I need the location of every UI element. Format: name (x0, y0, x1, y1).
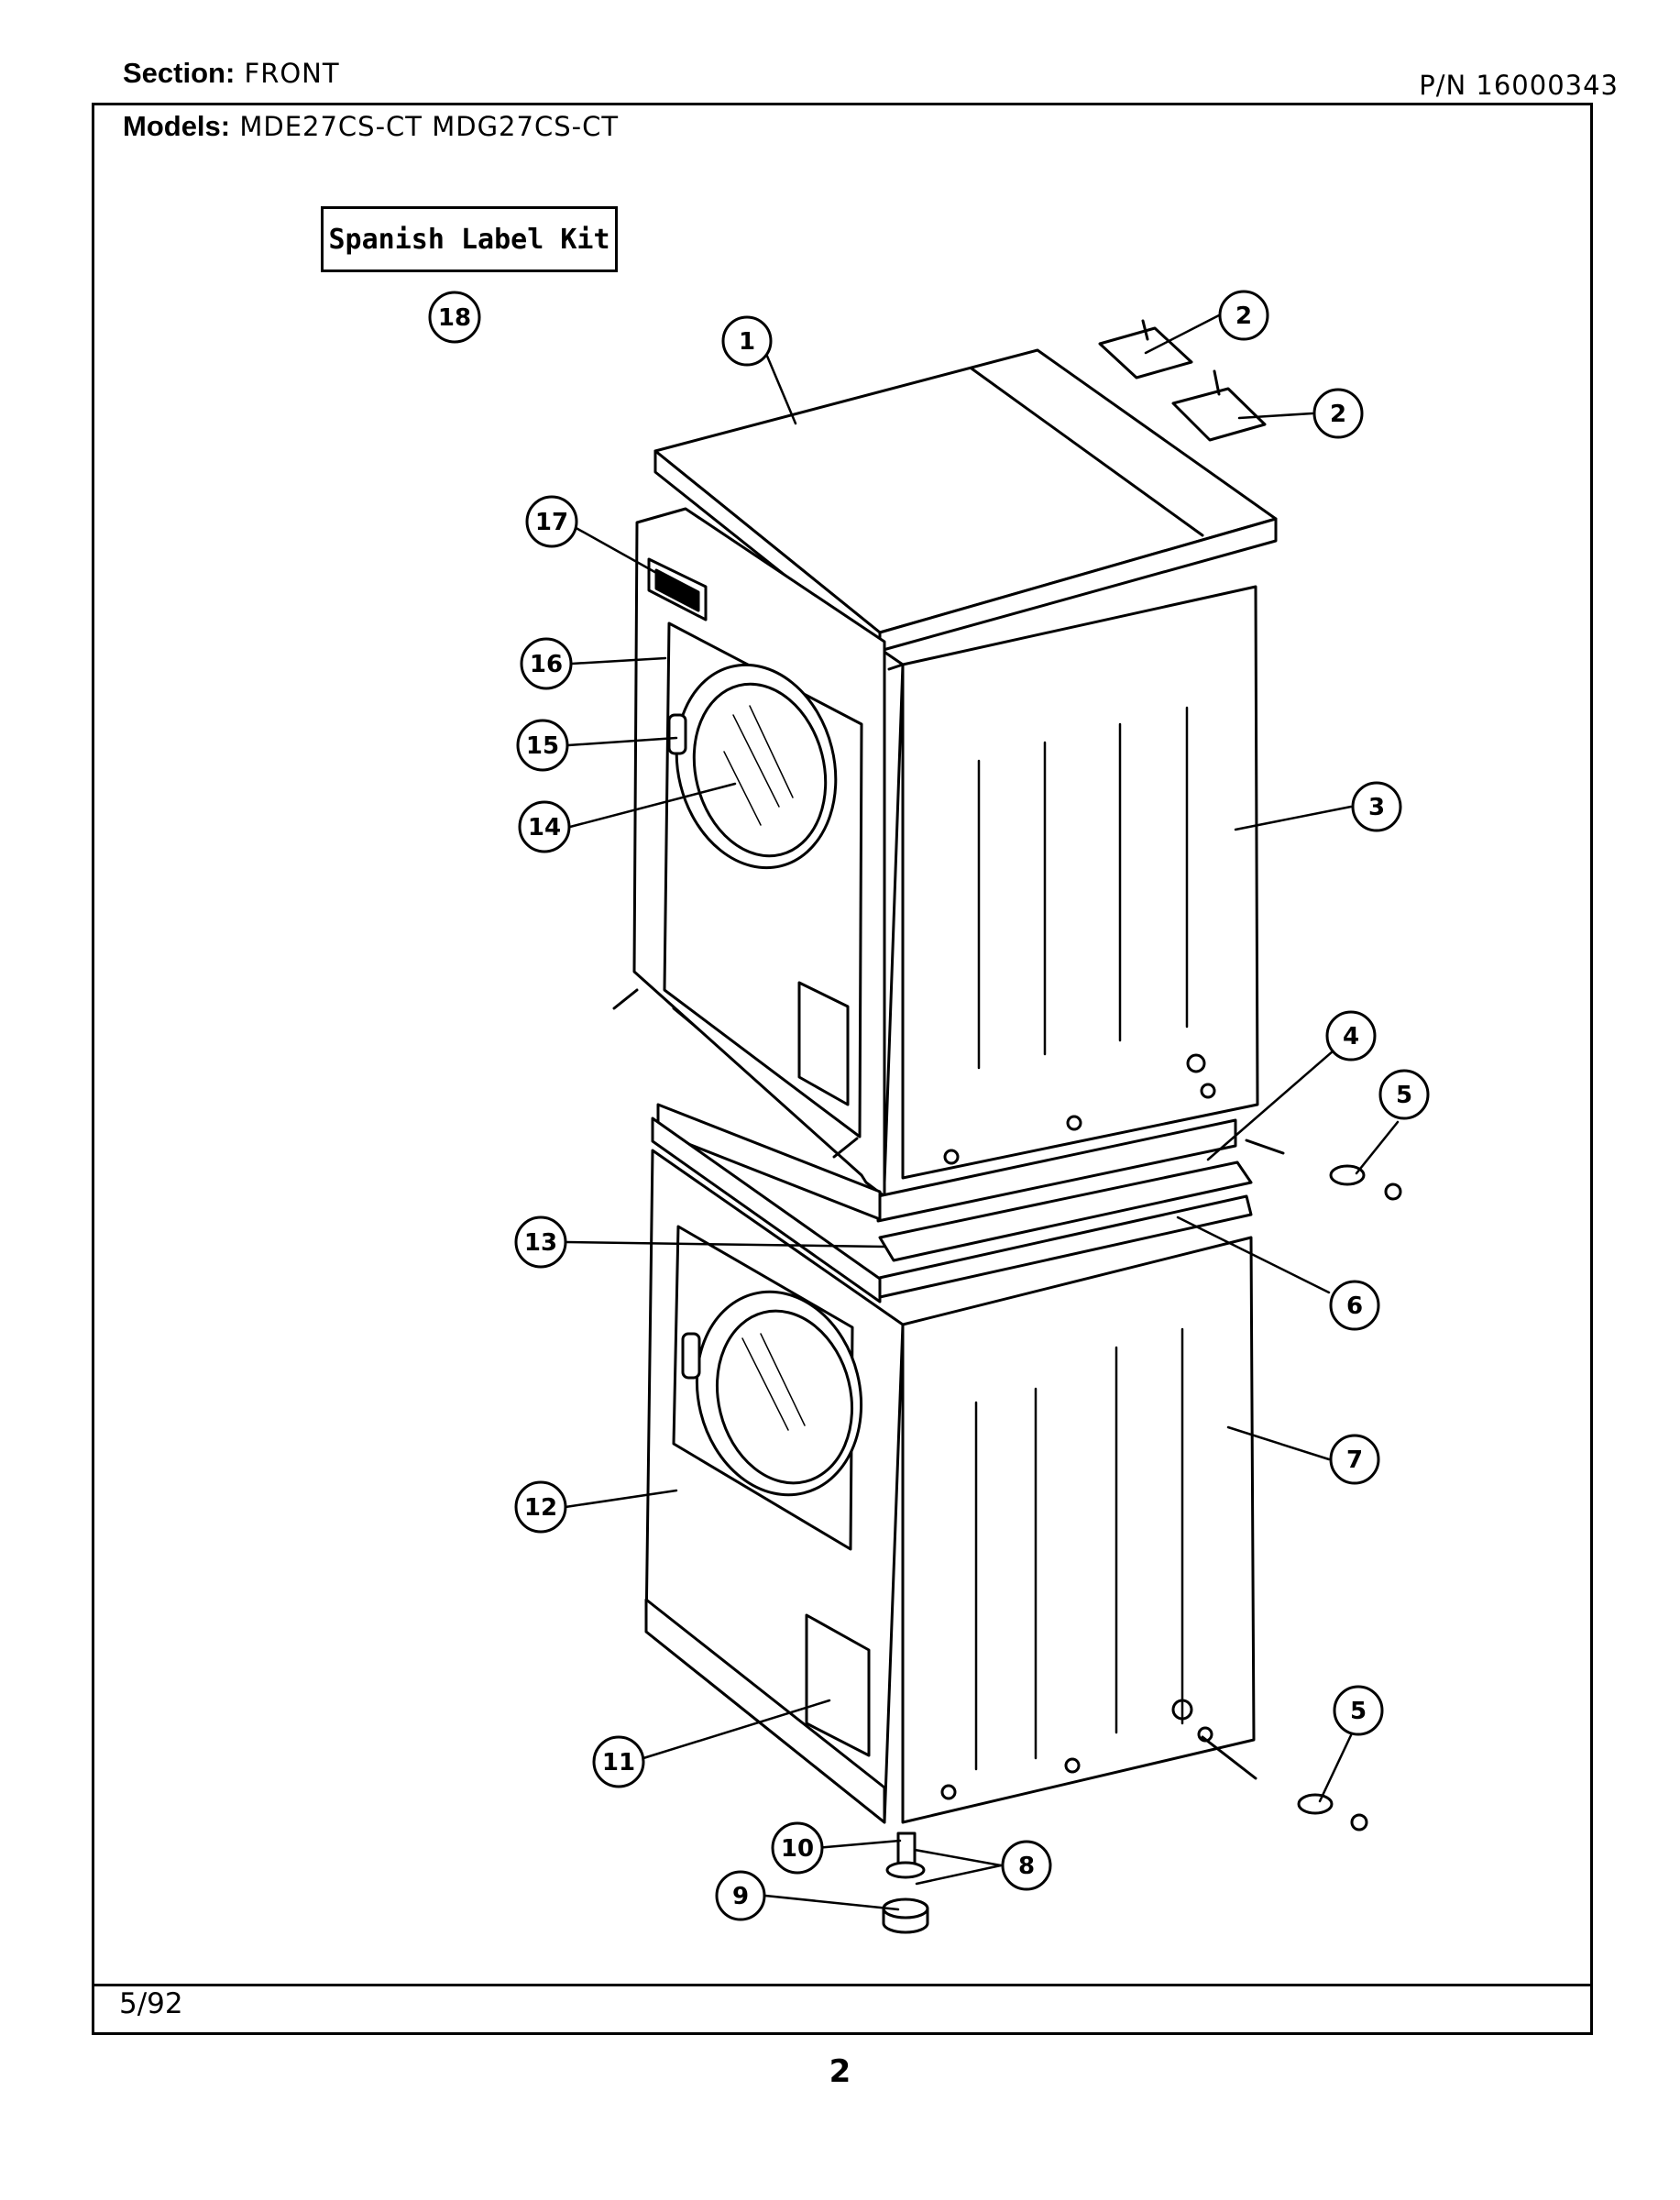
callout-2a: 2 (1218, 290, 1269, 341)
callout-10: 10 (771, 1821, 824, 1875)
clamp-part (1297, 1164, 1402, 1832)
leveling-leg (882, 1832, 929, 1934)
callout-5a: 5 (1378, 1069, 1430, 1120)
callout-3-label: 3 (1368, 794, 1385, 821)
callout-13: 13 (514, 1216, 567, 1269)
callout-13-label: 13 (524, 1229, 557, 1257)
callout-6: 6 (1329, 1280, 1380, 1331)
kit-label: Spanish Label Kit (328, 223, 610, 256)
callout-16: 16 (520, 637, 573, 690)
callout-15-label: 15 (526, 732, 559, 760)
callout-18: 18 (428, 291, 481, 344)
callout-12-label: 12 (524, 1494, 557, 1522)
revision-date: 5/92 (119, 1987, 183, 2020)
callout-5a-label: 5 (1396, 1082, 1412, 1109)
spanish-label-kit-box: Spanish Label Kit (321, 206, 618, 272)
callout-2b: 2 (1312, 388, 1364, 439)
callout-4-label: 4 (1343, 1023, 1359, 1050)
callout-11-label: 11 (602, 1749, 635, 1776)
models-line: Models: MDE27CS-CT MDG27CS-CT (123, 110, 619, 143)
callout-7-label: 7 (1346, 1446, 1363, 1474)
callout-14: 14 (518, 800, 571, 853)
bottom-cabinet (644, 1149, 1257, 1824)
callout-17-label: 17 (535, 509, 568, 536)
callout-9-label: 9 (732, 1883, 749, 1910)
callout-8: 8 (1001, 1840, 1052, 1891)
callout-4: 4 (1325, 1010, 1377, 1062)
callout-8-label: 8 (1018, 1853, 1035, 1880)
section-label: Section: (123, 57, 236, 89)
callout-11: 11 (592, 1735, 645, 1788)
callout-18-label: 18 (438, 304, 471, 332)
callout-16-label: 16 (530, 651, 563, 678)
callout-10-label: 10 (781, 1835, 814, 1863)
callout-1-label: 1 (739, 328, 755, 356)
part-number: P/N 16000343 (1419, 70, 1619, 101)
callout-6-label: 6 (1346, 1292, 1363, 1320)
callout-7: 7 (1329, 1434, 1380, 1485)
callout-2a-label: 2 (1235, 302, 1252, 330)
callout-5b-label: 5 (1350, 1698, 1367, 1725)
page-number: 2 (829, 2053, 851, 2090)
section-value: FRONT (244, 58, 340, 89)
leader-lines (563, 314, 1400, 1911)
footer-divider (92, 1984, 1593, 1986)
top-cover-panel (653, 348, 1278, 653)
section-line: Section: FRONT (123, 57, 340, 90)
callout-1: 1 (721, 315, 773, 367)
callout-2b-label: 2 (1330, 401, 1346, 428)
top-cabinet (612, 507, 1259, 1198)
callout-15: 15 (516, 719, 569, 772)
callout-5b: 5 (1333, 1685, 1384, 1736)
stacking-bracket (651, 1103, 1285, 1304)
callout-12: 12 (514, 1480, 567, 1534)
models-value: MDE27CS-CT MDG27CS-CT (239, 111, 620, 142)
models-label: Models: (123, 110, 231, 142)
callout-3: 3 (1351, 781, 1402, 832)
callout-14-label: 14 (528, 814, 561, 842)
page-frame (92, 103, 1593, 2035)
callout-9: 9 (715, 1870, 766, 1921)
callout-17: 17 (525, 495, 578, 548)
